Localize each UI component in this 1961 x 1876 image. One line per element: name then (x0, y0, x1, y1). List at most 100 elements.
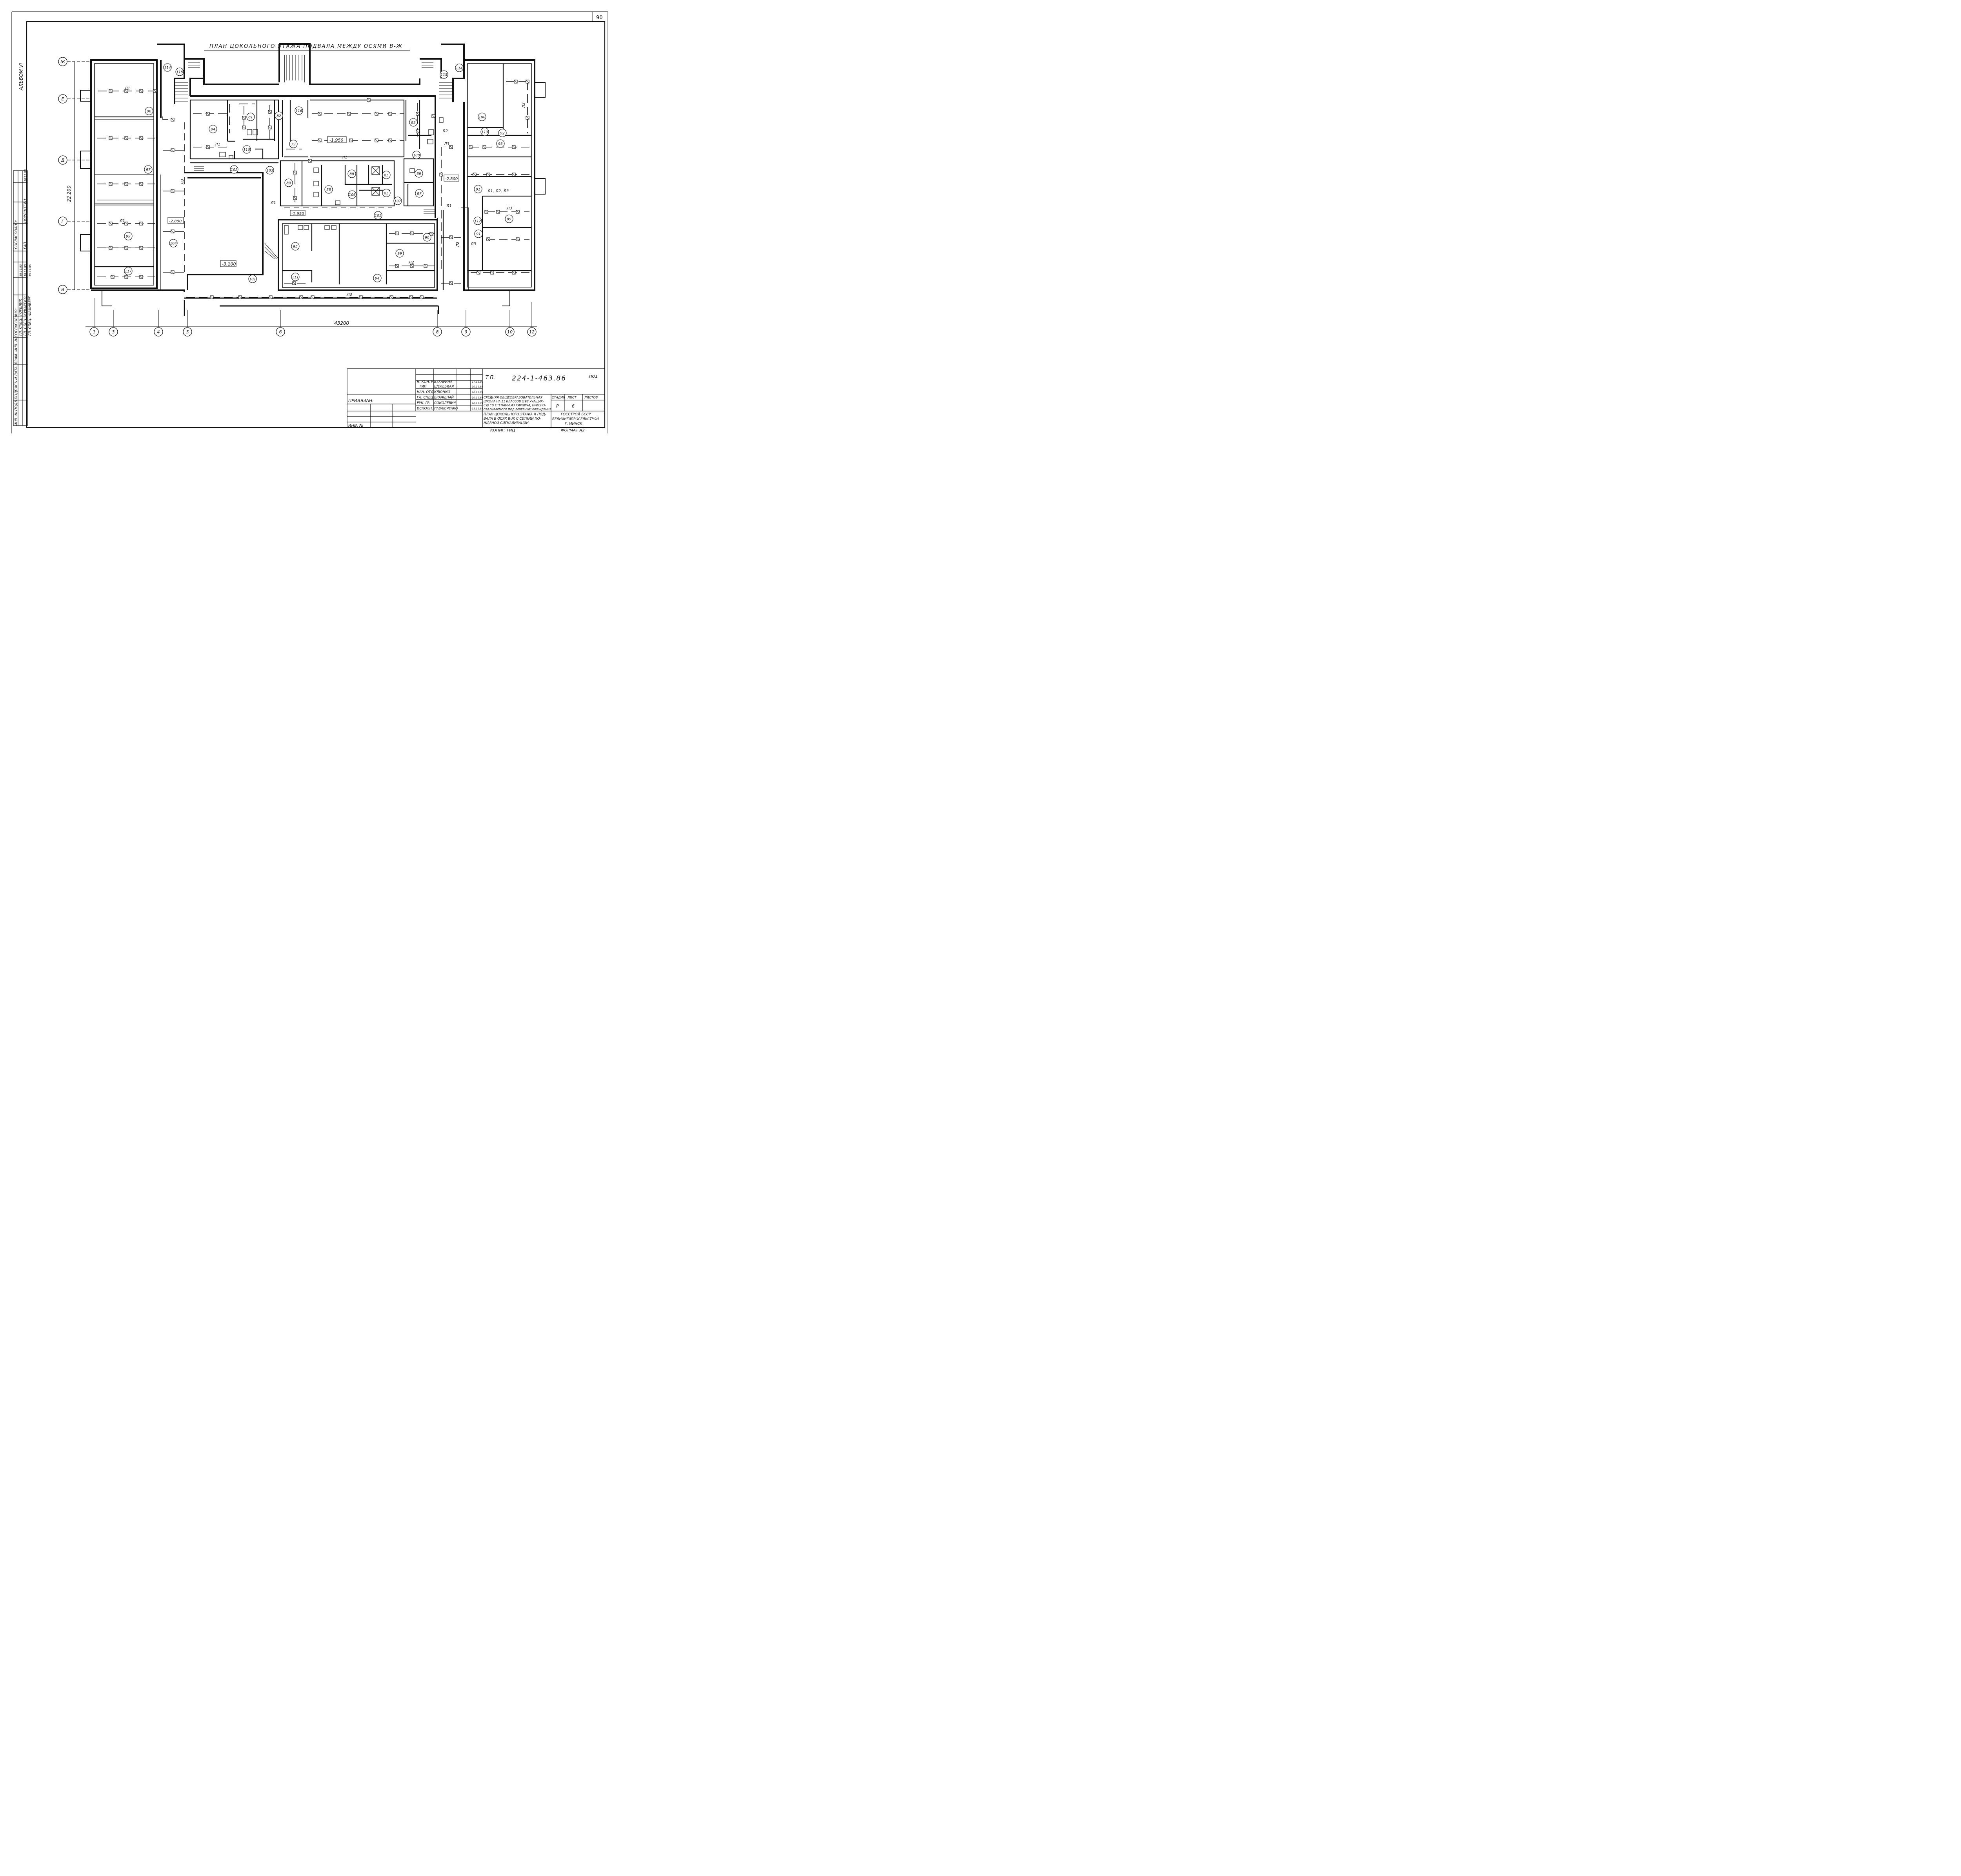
project-line: СРЕДНЯЯ ОБЩЕОБРАЗОВАТЕЛЬНАЯ (484, 396, 542, 399)
room-tag: 108 (412, 151, 421, 159)
detector-icon (124, 222, 128, 226)
approval-heading: СОГЛАСОВАНО: (15, 308, 18, 337)
room-tag: 87 (415, 189, 424, 198)
room-number: 88 (349, 173, 354, 177)
room-tag: 91 (474, 185, 482, 193)
room-number: 94 (375, 277, 380, 281)
sheet-header: ЛИСТ (567, 396, 577, 399)
level-1950-a: -1.950 (329, 138, 343, 143)
line-label: Л1, Л2, Л3 (487, 189, 509, 193)
height-dimension: 22 200 (66, 186, 72, 202)
axis-col-label: 12 (529, 329, 535, 335)
room-number: 110 (243, 148, 250, 152)
detector-icon (375, 138, 378, 142)
room-number: 91 (476, 188, 480, 192)
detector-icon (410, 264, 414, 268)
room-tag: 110 (242, 145, 251, 154)
room-number: 107 (394, 200, 401, 204)
line-label: Л2 (442, 129, 448, 133)
room-tag: 114 (455, 64, 464, 72)
room-number: 103 (266, 169, 273, 173)
line-labels: Л1 Л1 Л1 Л1 Л1 Л1 Л2 Л2 Л2 Л3 Л3 Л3 Л3 Л… (119, 86, 526, 297)
line-label: Л1 (119, 219, 125, 223)
detector-icon (242, 116, 246, 120)
room-tag: 92 (498, 129, 507, 137)
detector-icon (449, 281, 453, 285)
detector-icon (439, 173, 443, 177)
detector-icon (395, 231, 399, 235)
line-label: Л1 (446, 204, 452, 208)
axis-row-marker: Д (58, 155, 67, 165)
stair-hatching (175, 55, 453, 259)
room-tag: 97 (144, 165, 153, 174)
detector-icon (311, 295, 315, 299)
room-number: 102 (231, 168, 237, 172)
detector-icon (496, 210, 500, 214)
approval-stamp (13, 170, 28, 426)
room-number: 87 (417, 192, 422, 196)
room-number: 80 (286, 182, 291, 186)
detector-icon (238, 295, 242, 299)
stage-value: Р (556, 404, 559, 409)
detector-icon (206, 112, 210, 116)
detector-icon (139, 246, 143, 250)
detector-icon (484, 210, 488, 214)
line-label: Л3 (470, 242, 476, 246)
detector-icon (268, 110, 272, 114)
room-number: 86 (417, 172, 421, 176)
room-number: 92 (500, 132, 505, 136)
room-tag: 116 (295, 106, 303, 115)
room-tag: 114 (163, 63, 172, 72)
room-tag: 90 (423, 233, 431, 242)
room-number: 101 (249, 278, 256, 282)
detector-icon (482, 145, 486, 149)
axis-col-marker: 1 (89, 327, 99, 337)
room-tag: 100 (478, 113, 486, 121)
detector-icon (171, 229, 175, 233)
room-tag: 113 (480, 127, 489, 136)
detector-icon (153, 89, 157, 93)
person-date: 10.11.85 (472, 396, 483, 399)
room-number: 106 (349, 193, 355, 197)
approval-right-name: НОРДШТЕЙН (23, 199, 27, 223)
detector-icon (512, 173, 516, 177)
detector-icon (109, 89, 113, 93)
room-number: 82 (277, 115, 281, 118)
detector-icon (308, 159, 312, 163)
detector-icon (512, 271, 516, 275)
person-role: ИСПОЛН. (417, 407, 433, 411)
approval-date: 18.11.85 (19, 264, 22, 277)
approval-name: ГОРЕЛИК (19, 298, 23, 316)
axis-row-marker: Г (58, 217, 67, 226)
detector-icon (477, 271, 480, 275)
detector-icon (375, 112, 378, 116)
detector-icon (139, 182, 143, 186)
person-role: ГИП (420, 385, 427, 389)
inv-no-label: ИНВ. № (348, 424, 364, 428)
room-tag: 79 (289, 140, 298, 148)
sheet-number: 90 (596, 15, 603, 21)
room-number: 83 (411, 121, 416, 125)
room-number: 99 (126, 235, 131, 239)
detector-icon (359, 295, 363, 299)
detector-icon (416, 129, 420, 133)
org-line: ГОССТРОЙ БССР (561, 412, 591, 417)
room-tag: 85 (382, 189, 391, 197)
level-marks (167, 136, 459, 267)
approval-heading-right: СОГЛАСОВАНО: (15, 220, 18, 249)
room-number: 117 (125, 270, 131, 274)
line-label: Л1 (215, 142, 220, 147)
person-role: НАЧ. ОТД. (417, 390, 435, 394)
detector-icon (512, 145, 516, 149)
smoke-detectors (109, 80, 529, 299)
detector-icon (124, 275, 128, 279)
copied-label: КОПИР. ГИЦ (490, 428, 515, 433)
axis-col-marker: 6 (276, 327, 285, 337)
detector-icon (124, 136, 128, 140)
line-label: Л3 (346, 293, 352, 297)
room-tag: 101 (248, 275, 257, 283)
detector-icon (318, 112, 322, 116)
detector-icon (109, 246, 113, 250)
room-tag: 80 (284, 178, 293, 187)
